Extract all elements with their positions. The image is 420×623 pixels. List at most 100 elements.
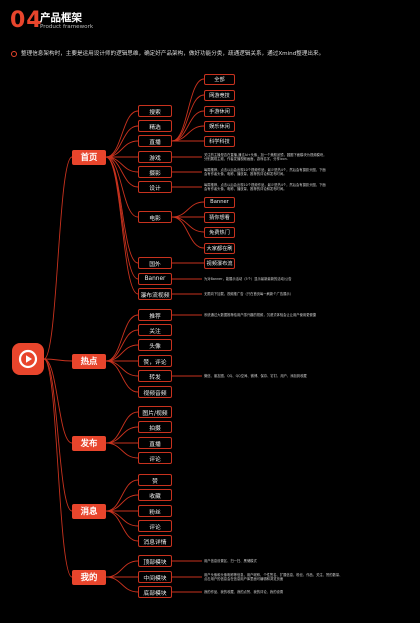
- topic-node[interactable]: 评论: [138, 452, 172, 464]
- node-note-line: 关注的主播是否在直播,通过AI+头像，加一个美颜滤镜，圆圈下面模块为视频模块，: [204, 152, 327, 157]
- topic-node[interactable]: 电影: [138, 211, 172, 223]
- topic-node[interactable]: 评论: [138, 520, 172, 532]
- topic-node[interactable]: 设计: [138, 181, 172, 193]
- node-note-line: 为对Banner，能展示活动（5个）显示最新最新的活动/公告: [204, 276, 292, 281]
- subtopic-node[interactable]: 手游休闲: [204, 105, 235, 117]
- connector-line: [105, 344, 139, 362]
- node-note-line: 用户信息设置区、扫一扫、黑储模式: [204, 558, 257, 563]
- subtopic-node[interactable]: 大家都在刷: [204, 242, 235, 254]
- topic-node[interactable]: 消息详情: [138, 535, 172, 547]
- branch-1[interactable]: 热点: [72, 353, 106, 369]
- connector-line: [105, 110, 139, 158]
- topic-node[interactable]: 顶部模块: [138, 555, 172, 567]
- connector-line: [105, 494, 139, 512]
- topic-node[interactable]: 国外: [138, 257, 172, 269]
- node-note: 用户头像和头像昵称等信息，用户昵称、个性签名、扩展信息，粉丝、作品、关注、赞的数…: [204, 573, 342, 581]
- node-note: 关注的主播是否在直播,通过AI+头像，加一个美颜滤镜，圆圈下面模块为视频模块，分…: [204, 153, 326, 161]
- connector-line: [105, 411, 139, 444]
- connector-line: [105, 156, 139, 295]
- topic-node[interactable]: 赞，评论: [138, 355, 172, 367]
- node-note: 用户信息设置区、扫一扫、黑储模式: [204, 559, 257, 563]
- topic-node[interactable]: 粉丝: [138, 505, 172, 517]
- connector-line: [105, 442, 139, 459]
- connector-line: [171, 110, 205, 142]
- node-note-line: 点击用户的信息会在信息用户库里面可编辑和浏览页面: [204, 577, 284, 581]
- connector-line: [105, 314, 139, 362]
- node-note: 微信、朋友圈、QQ、QQ空间、微博、保存、钉钉、用户、添加到收藏: [204, 374, 307, 378]
- page-description: 整理信息架构时，主要是运用设计师的逻辑思维，确定好产品架构，做好功能分类，疏通逻…: [21, 51, 325, 57]
- topic-node[interactable]: 拍摄: [138, 421, 172, 433]
- branch-0[interactable]: 首页: [72, 149, 106, 165]
- subtopic-node[interactable]: 免费热门: [204, 226, 235, 238]
- node-note-line: 会有作者头像，昵称，播放量，推荐的评论和发布时间。: [204, 172, 287, 176]
- topic-node[interactable]: 直播: [138, 135, 172, 147]
- connector-line: [171, 216, 205, 249]
- connector-line: [105, 125, 139, 158]
- connector-line: [105, 426, 139, 444]
- connector-line: [105, 510, 139, 527]
- node-note: 我的作品、我的收藏、我的点赞、我的评论、我的设置: [204, 590, 283, 594]
- node-note: 每周推荐，点击以后会出现10个视频作品，最少是热4个，然后会有摄影头图，下面会有…: [204, 183, 326, 191]
- subtopic-node[interactable]: 网游竞技: [204, 89, 235, 101]
- topic-node[interactable]: 底部模块: [138, 586, 172, 598]
- connector-line: [43, 358, 73, 578]
- connector-line: [105, 156, 139, 218]
- connector-line: [105, 360, 139, 393]
- topic-node[interactable]: 图片/视频: [138, 406, 172, 418]
- connector-line: [171, 94, 205, 142]
- topic-node[interactable]: 头像: [138, 339, 172, 351]
- node-note-line: 微信、朋友圈、QQ、QQ空间、微博、保存、钉钉、用户、添加到收藏: [204, 373, 307, 378]
- topic-node[interactable]: 游戏: [138, 151, 172, 163]
- node-note-line: 无限向下加载，视频推广告（只在首页每一刷新个广告展示）: [204, 291, 294, 296]
- topic-node[interactable]: 赞: [138, 474, 172, 486]
- topic-node[interactable]: 瀑布流视频: [138, 288, 172, 300]
- subtopic-node[interactable]: Banner: [204, 196, 235, 208]
- subtopic-node[interactable]: 科学科技: [204, 135, 235, 147]
- node-note: 无限向下加载，视频推广告（只在首页每一刷新个广告展示）: [204, 292, 293, 296]
- topic-node[interactable]: 中间模块: [138, 571, 172, 583]
- node-note: 每周推荐，点击以后会出现10个视频作品，最少是热4个，然后会有摄影头图，下面会有…: [204, 168, 326, 176]
- connector-line: [171, 201, 205, 218]
- connector-line: [105, 560, 139, 578]
- topic-node[interactable]: 推荐: [138, 309, 172, 321]
- branch-4[interactable]: 我的: [72, 569, 106, 585]
- topic-node[interactable]: 摄影: [138, 166, 172, 178]
- topic-node[interactable]: 转发: [138, 370, 172, 382]
- branch-2[interactable]: 发布: [72, 435, 106, 451]
- connector-line: [43, 358, 73, 444]
- play-circle-icon: [12, 343, 44, 375]
- subtopic-node[interactable]: 视频瀑布流: [204, 257, 235, 269]
- page-title: 产品框架: [40, 12, 82, 24]
- connector-line: [43, 358, 73, 512]
- connector-line: [105, 329, 139, 362]
- node-note-line: 系统通过大数据推荐给用户感兴趣的视频，沉浸式体验会让让用户使用更便捷: [204, 312, 317, 317]
- subtopic-node[interactable]: 猜你想看: [204, 211, 235, 223]
- connector-line: [105, 479, 139, 512]
- node-note: 为对Banner，能展示活动（5个）显示最新最新的活动/公告: [204, 277, 292, 281]
- connector-line: [105, 576, 139, 593]
- subtopic-node[interactable]: 全部: [204, 73, 235, 85]
- section-number: 04: [10, 8, 43, 33]
- node-note-line: 每周推荐，点击以后会出现10个视频作品，最少是热4个，然后会有摄影头图，下面: [204, 182, 326, 187]
- topic-node[interactable]: 搜索: [138, 105, 172, 117]
- topic-node[interactable]: 收藏: [138, 489, 172, 501]
- node-note-line: 每周推荐，点击以后会出现10个视频作品，最少是热4个，然后会有摄影头图，下面: [204, 167, 326, 172]
- topic-node[interactable]: Banner: [138, 273, 172, 285]
- topic-node[interactable]: 精选: [138, 120, 172, 132]
- connector-line: [105, 156, 139, 280]
- node-note-line: 会有作者头像，昵称，播放量，推荐的评论和发布时间。: [204, 187, 287, 191]
- connector-line: [105, 510, 139, 542]
- connector-line: [43, 156, 73, 360]
- node-note: 系统通过大数据推荐给用户感兴趣的视频，沉浸式体验会让让用户使用更便捷: [204, 313, 316, 317]
- topic-node[interactable]: 关注: [138, 324, 172, 336]
- topic-node[interactable]: 视频音频: [138, 386, 172, 398]
- node-note-line: 用户头像和头像昵称等信息，用户昵称、个性签名、扩展信息，粉丝、作品、关注、赞的数…: [204, 572, 343, 577]
- branch-3[interactable]: 消息: [72, 503, 106, 519]
- ring-icon: [11, 51, 17, 57]
- node-note-line: 分别展现主频，作者发播视频画面，游戏名字，分享icon.: [204, 157, 288, 161]
- connector-line: [43, 358, 73, 362]
- topic-node[interactable]: 直播: [138, 437, 172, 449]
- subtopic-node[interactable]: 娱乐休闲: [204, 120, 235, 132]
- connector-line: [171, 216, 205, 233]
